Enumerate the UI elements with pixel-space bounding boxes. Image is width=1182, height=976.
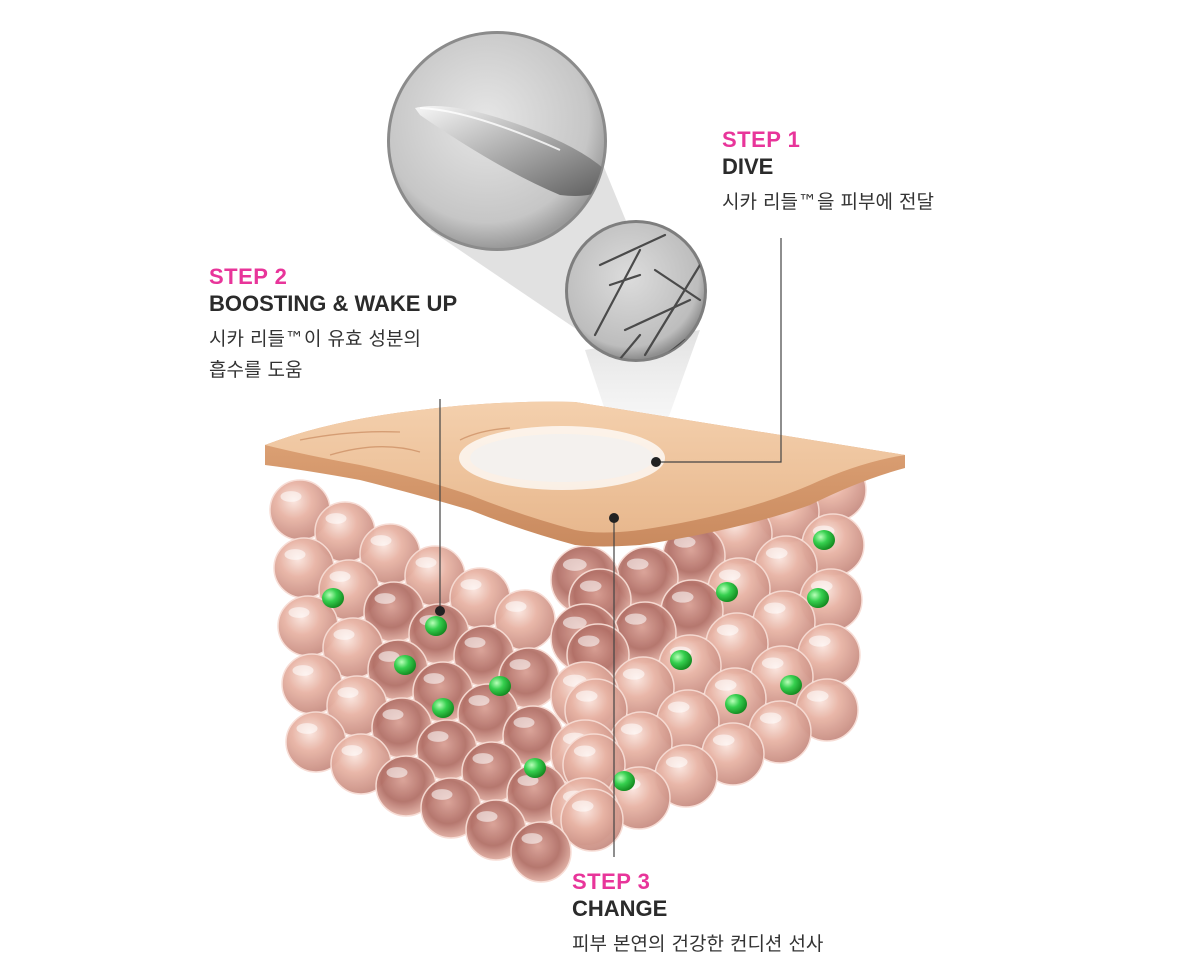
step-1-number: STEP 1 bbox=[722, 127, 801, 152]
step-1: STEP 1 DIVE 시카 리들™을 피부에 전달 bbox=[722, 127, 934, 218]
step-1-title: DIVE bbox=[722, 154, 774, 179]
step-3-description: 피부 본연의 건강한 컨디션 선사 bbox=[572, 933, 824, 955]
step-2-number: STEP 2 bbox=[209, 264, 288, 289]
leader-lines bbox=[439, 238, 782, 857]
step3-marker bbox=[609, 513, 619, 523]
step-2-title: BOOSTING & WAKE UP bbox=[209, 291, 458, 316]
step-2-description: 시카 리들™이 유효 성분의 흡수를 도움 bbox=[209, 328, 421, 381]
skin-surface bbox=[265, 401, 905, 547]
step-3-number: STEP 3 bbox=[572, 869, 651, 894]
needle-closeup-lens bbox=[387, 31, 607, 251]
step-3-title: CHANGE bbox=[572, 896, 668, 921]
skin-cell-layers bbox=[269, 458, 867, 883]
step-3: STEP 3 CHANGE 피부 본연의 건강한 컨디션 선사 bbox=[572, 869, 823, 960]
step1-marker bbox=[651, 457, 661, 467]
step-1-description: 시카 리들™을 피부에 전달 bbox=[722, 191, 934, 213]
step2-marker bbox=[435, 606, 445, 616]
needles-closeup-lens bbox=[565, 220, 707, 362]
step-2: STEP 2 BOOSTING & WAKE UP 시카 리들™이 유효 성분의… bbox=[209, 264, 457, 386]
